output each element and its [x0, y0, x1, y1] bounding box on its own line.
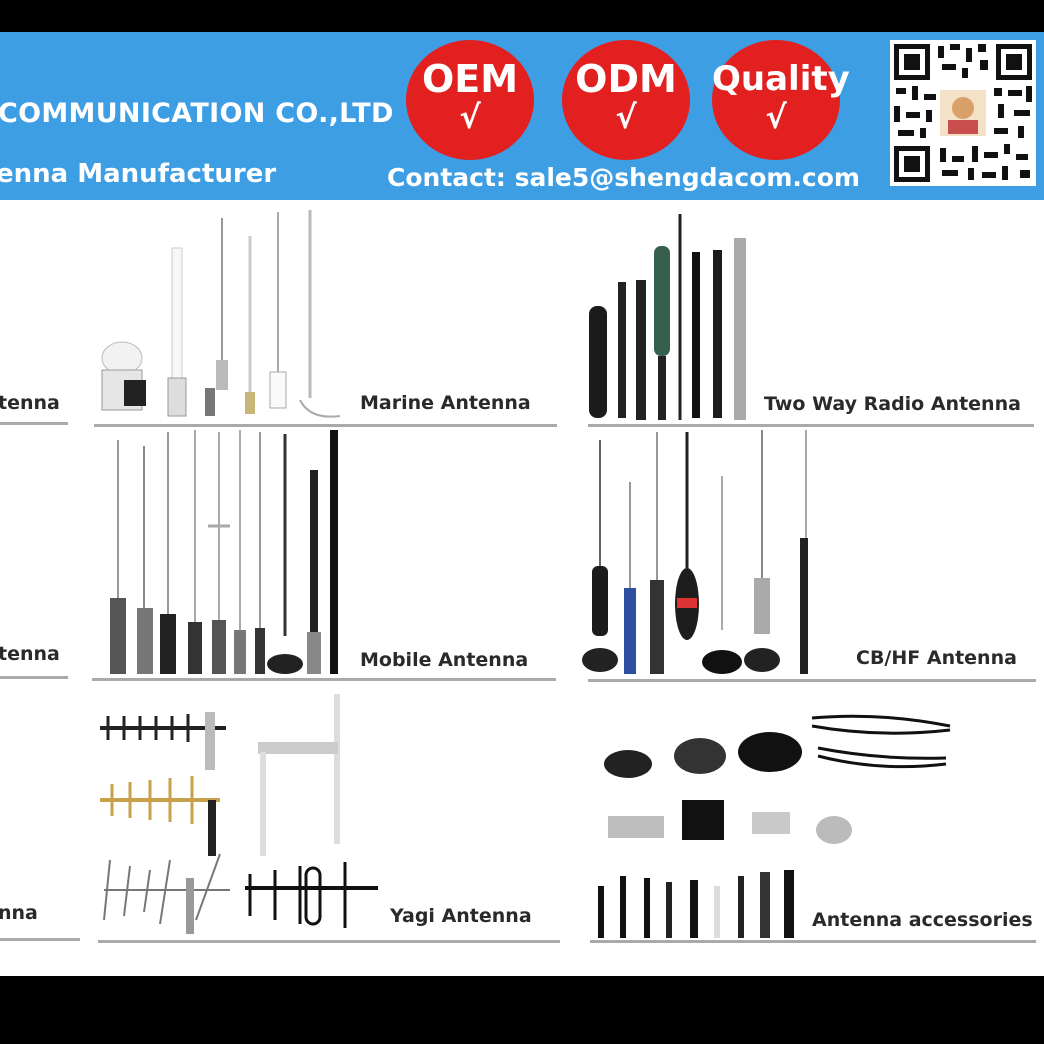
mobile-antenna-image: [110, 430, 338, 674]
odm-badge: ODM √: [562, 40, 690, 160]
category-label-cb-hf[interactable]: CB/HF Antenna: [856, 647, 1017, 669]
category-divider: [0, 938, 80, 941]
antenna-accessories-image: [598, 714, 951, 938]
oem-badge: OEM √: [406, 40, 534, 160]
odm-check-icon: √: [615, 98, 637, 136]
category-label-accessories[interactable]: Antenna accessories: [812, 909, 1033, 931]
contact-email[interactable]: Contact: sale5@shengdacom.com: [387, 163, 860, 192]
bottom-letterbox-bar: [0, 976, 1044, 1044]
category-divider: [0, 676, 68, 679]
category-label-left-row2[interactable]: tenna: [0, 643, 60, 665]
qr-code-icon: [894, 44, 1032, 182]
category-label-marine[interactable]: Marine Antenna: [360, 392, 531, 414]
category-divider: [590, 940, 1036, 943]
category-divider: [588, 424, 1034, 427]
quality-check-icon: √: [765, 98, 787, 136]
category-label-left-row1[interactable]: tenna: [0, 392, 60, 414]
category-divider: [588, 679, 1036, 682]
cb-hf-antenna-image: [582, 430, 808, 674]
category-divider: [94, 424, 557, 427]
category-divider: [98, 940, 560, 943]
quality-badge-label: Quality: [712, 59, 850, 99]
odm-badge-label: ODM: [575, 57, 677, 101]
quality-badge: Quality √: [712, 40, 850, 160]
yagi-antenna-image: [100, 694, 378, 934]
category-divider: [0, 422, 68, 425]
oem-check-icon: √: [459, 98, 481, 136]
two-way-radio-antenna-image: [589, 214, 746, 420]
category-divider: [92, 678, 556, 681]
category-label-yagi[interactable]: Yagi Antenna: [390, 905, 532, 927]
marine-antenna-image: [101, 210, 341, 418]
company-subtitle: enna Manufacturer: [0, 159, 277, 189]
qr-code[interactable]: [890, 40, 1036, 186]
category-label-left-row3[interactable]: nna: [0, 902, 38, 924]
company-name: COMMUNICATION CO.,LTD: [0, 98, 394, 129]
category-label-two-way-radio[interactable]: Two Way Radio Antenna: [764, 393, 1021, 415]
category-label-mobile[interactable]: Mobile Antenna: [360, 649, 529, 671]
oem-badge-label: OEM: [421, 57, 519, 101]
top-letterbox-bar: [0, 0, 1044, 32]
